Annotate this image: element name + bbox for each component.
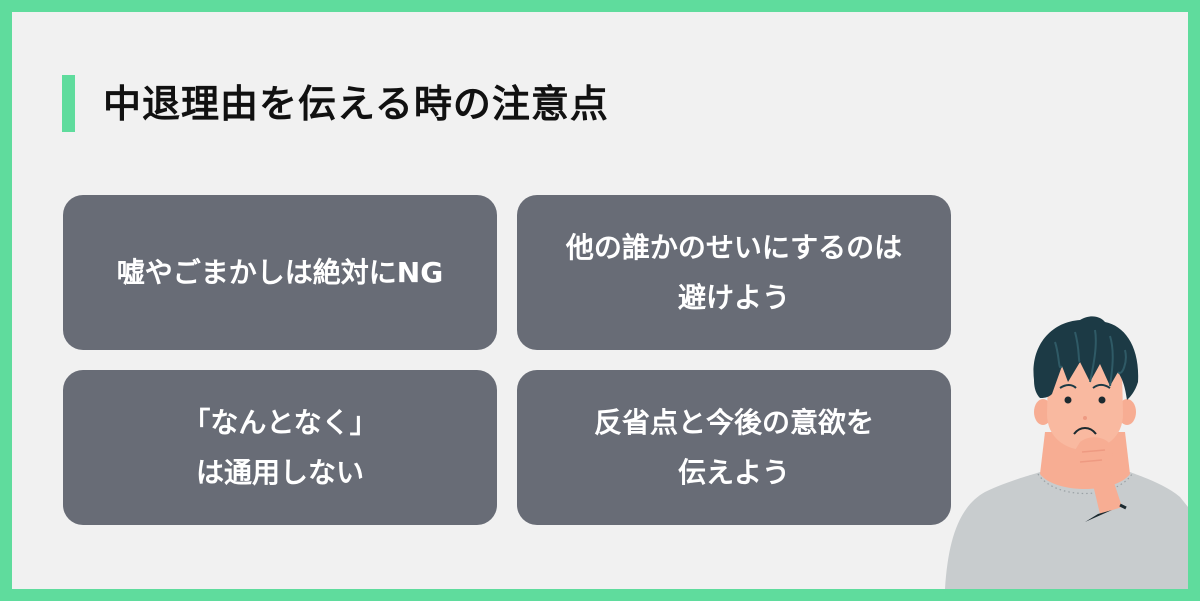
card-text-line: は通用しない	[195, 455, 364, 489]
tip-card-no-blame: 他の誰かのせいにするのは 避けよう	[517, 195, 951, 350]
tip-card-no-vague: 「なんとなく」 は通用しない	[63, 370, 497, 525]
page-title: 中退理由を伝える時の注意点	[103, 82, 609, 126]
slide-frame: 中退理由を伝える時の注意点 嘘やごまかしは絶対にNG 他の誰かのせいにするのは …	[12, 12, 1188, 589]
card-text-line: 他の誰かのせいにするのは	[565, 230, 903, 264]
card-text-line: 「なんとなく」	[182, 405, 378, 439]
tip-card-reflection-motivation: 反省点と今後の意欲を 伝えよう	[517, 370, 951, 525]
card-text-line: 伝えよう	[677, 455, 790, 489]
thinking-man-illustration-icon	[945, 316, 1188, 589]
title-accent-bar	[62, 75, 75, 132]
card-text-line: 反省点と今後の意欲を	[593, 405, 874, 439]
tip-card-no-lies: 嘘やごまかしは絶対にNG	[63, 195, 497, 350]
card-text-line: 避けよう	[677, 280, 790, 314]
card-text-line: 嘘やごまかしは絶対にNG	[116, 255, 444, 289]
